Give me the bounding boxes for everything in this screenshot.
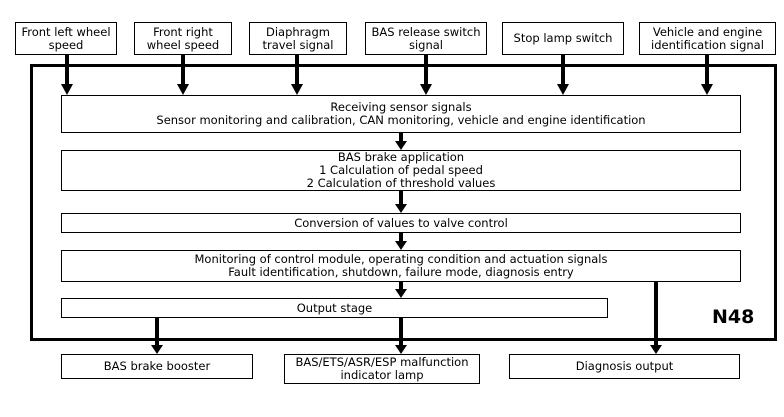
arrowhead-output-to-booster (151, 345, 163, 354)
arrowhead-receive-to-bas (395, 141, 407, 150)
arrowhead-bas-release (420, 84, 432, 95)
control-module-frame (30, 64, 777, 341)
output-diagnosis-output: Diagnosis output (509, 354, 740, 379)
process-output-stage: Output stage (61, 298, 608, 318)
process-conversion-valve-control: Conversion of values to valve control (61, 213, 741, 233)
arrowhead-front-left-wheel (61, 84, 73, 95)
arrowhead-bas-to-conversion (395, 204, 407, 213)
arrowhead-stop-lamp (557, 84, 569, 95)
arrowhead-front-right-wheel (177, 84, 189, 95)
arrowhead-monitoring-to-output (395, 289, 407, 298)
unit-label-n48: N48 (712, 306, 755, 328)
arrowhead-vehicle-engine (701, 84, 713, 95)
arrowhead-output-to-lamp (395, 345, 407, 354)
arrowhead-conversion-to-monitoring (395, 241, 407, 250)
process-monitoring-control-module: Monitoring of control module, operating … (61, 250, 741, 282)
output-bas-brake-booster: BAS brake booster (61, 354, 253, 379)
arrowhead-diaphragm (291, 84, 303, 95)
arrowhead-monitoring-to-diagnosis (650, 345, 662, 354)
input-stop-lamp-switch: Stop lamp switch (502, 22, 624, 55)
